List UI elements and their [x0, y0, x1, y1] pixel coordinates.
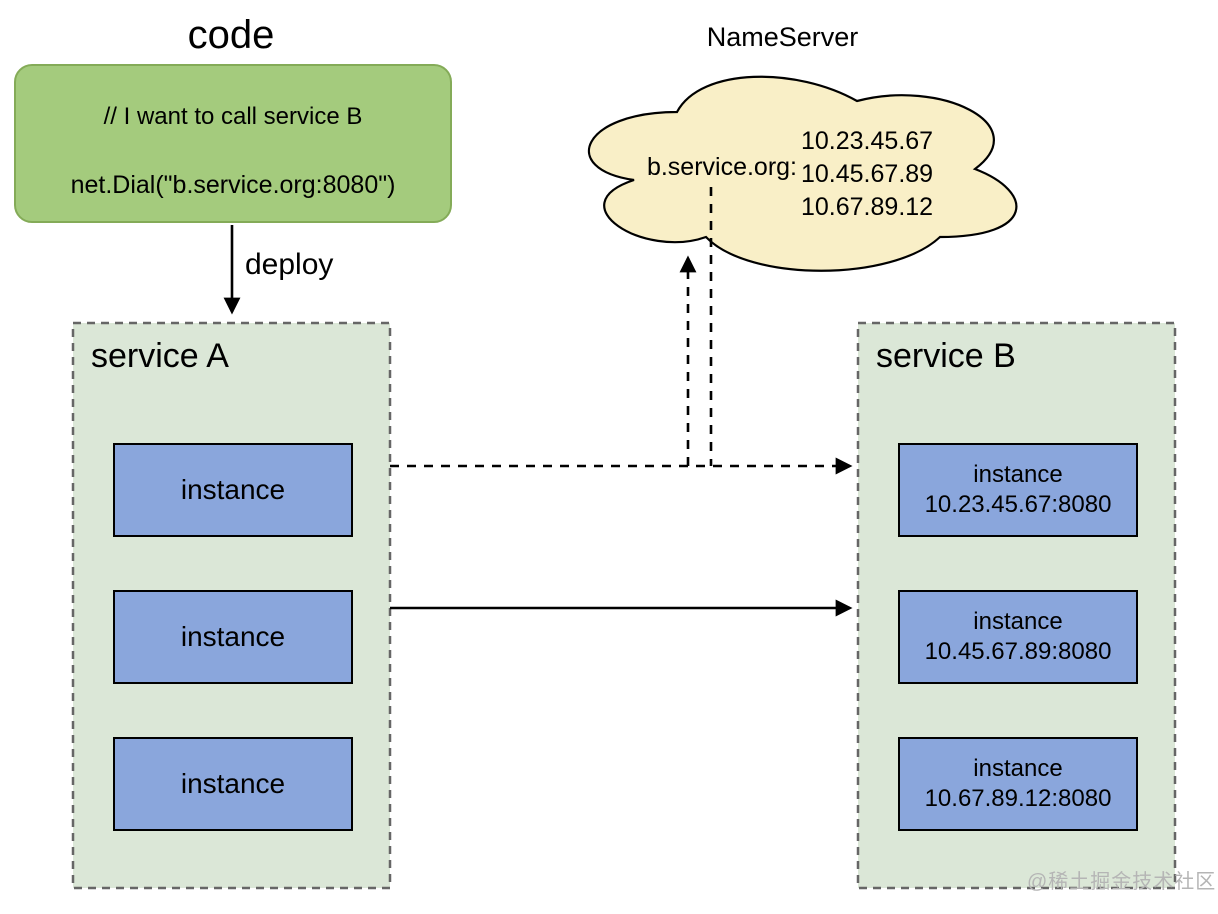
code-dial-line: net.Dial("b.service.org:8080") — [70, 171, 396, 199]
service-a-instance: instance — [113, 443, 353, 537]
service-b-instance: instance 10.45.67.89:8080 — [898, 590, 1138, 684]
watermark: @稀土掘金技术社区 — [1027, 871, 1217, 893]
nameserver-ip-entry: 10.67.89.12 — [801, 193, 934, 221]
nameserver-ip-entry: 10.23.45.67 — [801, 127, 934, 155]
service-b-instance: instance 10.23.45.67:8080 — [898, 443, 1138, 537]
code-comment-line: // I want to call service B — [103, 103, 363, 130]
instance-label: instance — [180, 474, 286, 505]
instance-label: instance — [973, 608, 1063, 635]
deploy-label: deploy — [245, 248, 334, 281]
instance-label: instance — [180, 621, 286, 652]
nameserver-ip-entry: 10.45.67.89 — [801, 160, 934, 188]
instance-address: 10.67.89.12:8080 — [924, 785, 1112, 812]
nameserver-ip-list: 10.23.45.67 10.45.67.89 10.67.89.12 — [801, 125, 933, 224]
instance-address: 10.23.45.67:8080 — [924, 491, 1112, 518]
instance-label: instance — [180, 768, 286, 799]
service-a-instance: instance — [113, 737, 353, 831]
nameserver-domain-label: b.service.org: — [646, 153, 797, 181]
service-a-panel: service A instance instance instance — [73, 323, 390, 888]
instance-label: instance — [973, 461, 1063, 488]
nameserver-title: NameServer — [706, 22, 859, 52]
instance-label: instance — [973, 755, 1063, 782]
code-title: code — [187, 13, 275, 57]
instance-address: 10.45.67.89:8080 — [924, 638, 1112, 665]
service-a-instance: instance — [113, 590, 353, 684]
service-b-panel: service B instance 10.23.45.67:8080 inst… — [858, 323, 1175, 888]
nameserver-cloud — [588, 75, 1018, 272]
service-b-title: service B — [876, 337, 1016, 375]
service-a-title: service A — [91, 337, 229, 375]
service-b-instance: instance 10.67.89.12:8080 — [898, 737, 1138, 831]
code-box: // I want to call service B net.Dial("b.… — [14, 64, 452, 223]
